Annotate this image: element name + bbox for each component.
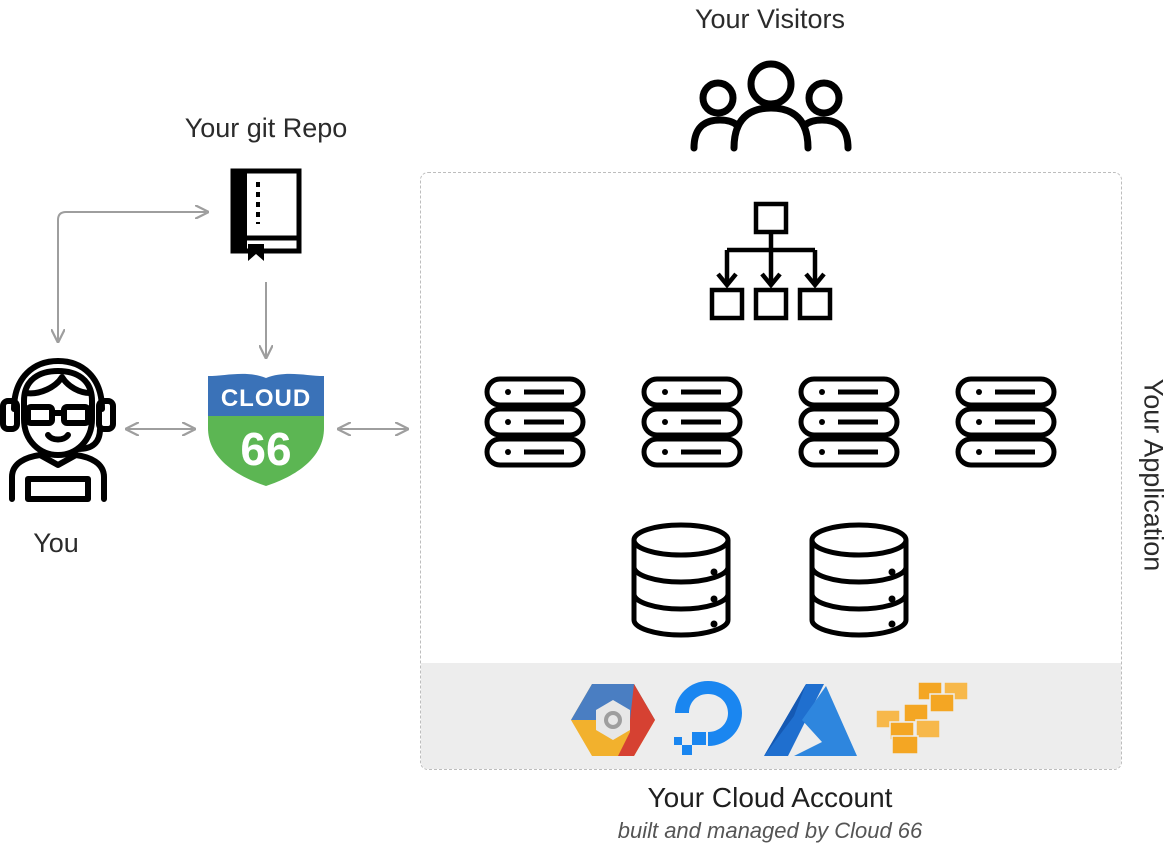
cloud-account-subtitle: built and managed by Cloud 66 [617,818,923,843]
server-icon [641,376,743,468]
database-icon [809,522,909,638]
server-icon [955,376,1057,468]
application-label: Your Application [1138,378,1169,572]
network-hierarchy-icon [709,201,833,321]
users-icon [690,60,852,152]
you-label: You [33,528,79,558]
google-cloud-icon [571,684,655,756]
visitors-label: Your Visitors [694,4,846,34]
server-icon [484,376,586,468]
azure-icon [764,684,857,756]
cloud-account-title: Your Cloud Account [647,782,893,813]
arrow-repo-to-you [58,212,206,340]
cloud66-badge: CLOUD 66 [208,373,324,486]
server-icon [798,376,900,468]
git-repo-label: Your git Repo [184,113,348,143]
developer-headset-icon [0,358,116,502]
database-icon [631,522,731,638]
book-icon [230,168,302,261]
digitalocean-icon [674,681,742,755]
aws-icon [875,681,969,755]
cloud66-bottom-text: 66 [240,423,291,475]
cloud66-top-text: CLOUD [221,385,311,412]
application-label-container: Your Application [1133,360,1172,590]
